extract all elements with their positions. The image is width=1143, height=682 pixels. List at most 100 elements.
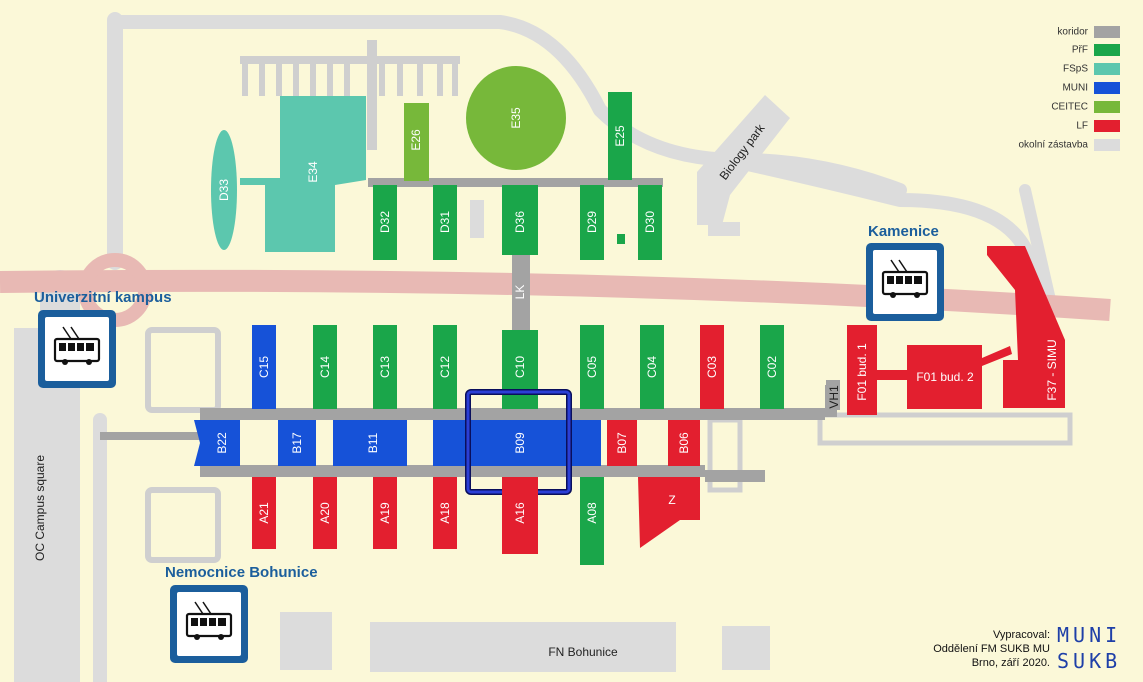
stop-nemocnice-title: Nemocnice Bohunice — [165, 564, 318, 581]
muni-sukb-logo: MUNI SUKB — [1057, 623, 1121, 673]
legend-muni-swatch — [1094, 82, 1120, 94]
building-c03: C03 — [700, 325, 724, 409]
c02-label: C02 — [765, 356, 779, 378]
legend-muni-label: MUNI — [1062, 83, 1088, 94]
c05-label: C05 — [585, 356, 599, 378]
building-d32: D32 — [373, 185, 397, 260]
building-d31: D31 — [433, 185, 457, 260]
f01-2-label: F01 bud. 2 — [916, 370, 974, 384]
building-a08: A08 — [580, 477, 604, 565]
d32-label: D32 — [378, 211, 392, 233]
f37-link — [982, 346, 1012, 366]
building-a20: A20 — [313, 477, 337, 549]
c13-label: C13 — [378, 356, 392, 378]
z-label: Z — [668, 493, 675, 507]
c15-label: C15 — [257, 356, 271, 378]
legend-lf-label: LF — [1076, 121, 1088, 132]
a20-label: A20 — [318, 502, 332, 524]
d31-label: D31 — [438, 211, 452, 233]
building-c02: C02 — [760, 325, 784, 409]
c10-label: C10 — [513, 356, 527, 378]
d29-label: D29 — [585, 211, 599, 233]
oc-campus-label: OC Campus square — [33, 455, 47, 561]
legend-koridor-swatch — [1094, 26, 1120, 38]
building-a18: A18 — [433, 477, 457, 549]
building-a16: A16 — [502, 477, 538, 554]
building-d29: D29 — [580, 185, 604, 260]
e26-label: E26 — [409, 129, 423, 151]
building-c13: C13 — [373, 325, 397, 409]
building-d33: D33 — [211, 130, 237, 250]
legend-okolni-label: okolní zástavba — [1019, 140, 1089, 151]
logo-top: MUNI — [1057, 623, 1121, 647]
lk-label: LK — [513, 285, 527, 300]
d36-label: D36 — [513, 211, 527, 233]
b07-label: B07 — [615, 432, 629, 454]
legend-prf-label: PřF — [1072, 45, 1088, 56]
b17-label: B17 — [290, 432, 304, 454]
building-f01-2: F01 bud. 2 — [907, 345, 982, 409]
stop-univerzitni: Univerzitní kampus — [34, 289, 172, 388]
stop-kamenice: Kamenice — [866, 223, 944, 321]
legend-fsps-label: FSpS — [1063, 64, 1088, 75]
building-e25: E25 — [608, 92, 632, 180]
a19-label: A19 — [378, 502, 392, 524]
building-b09: B09 — [433, 420, 601, 466]
building-c05: C05 — [580, 325, 604, 409]
c14-label: C14 — [318, 356, 332, 378]
e34-label: E34 — [306, 161, 320, 183]
b22-label: B22 — [215, 432, 229, 454]
building-f01-1: F01 bud. 1 — [847, 325, 877, 415]
fn-bohunice-label: FN Bohunice — [548, 645, 618, 659]
building-b11: B11 — [333, 420, 407, 466]
legend-koridor-label: koridor — [1057, 27, 1088, 38]
building-c04: C04 — [640, 325, 664, 409]
legend-fsps-swatch — [1094, 63, 1120, 75]
d33-label: D33 — [217, 179, 231, 201]
a18-label: A18 — [438, 502, 452, 524]
legend-lf-swatch — [1094, 120, 1120, 132]
f01-link — [877, 370, 907, 380]
building-f37: F37 - SIMU — [987, 246, 1065, 408]
building-a19: A19 — [373, 477, 397, 549]
building-z: Z — [638, 477, 700, 548]
building-d30: D30 — [638, 185, 662, 260]
building-b22: B22 — [194, 420, 240, 466]
parking-west — [145, 327, 1073, 563]
building-e26: E26 — [404, 103, 429, 181]
legend-ceitec-swatch — [1094, 101, 1120, 113]
a08-label: A08 — [585, 502, 599, 524]
credit-line-2: Oddělení FM SUKB MU — [933, 643, 1050, 655]
legend: koridor PřF FSpS MUNI CEITEC LF okolní z… — [1019, 26, 1120, 151]
corridor-network — [100, 178, 837, 482]
credit-line-1: Vypracoval: — [993, 629, 1050, 641]
building-e35: E35 — [466, 66, 566, 170]
fn-bohunice-building: FN Bohunice — [280, 612, 770, 672]
c03-label: C03 — [705, 356, 719, 378]
a21-label: A21 — [257, 502, 271, 524]
credit-line-3: Brno, září 2020. — [972, 657, 1050, 669]
parking-north — [240, 40, 460, 150]
building-c10: C10 — [502, 330, 538, 409]
f01-1-label: F01 bud. 1 — [855, 343, 869, 401]
building-a21: A21 — [252, 477, 276, 549]
building-b07: B07 — [607, 420, 637, 466]
building-c14: C14 — [313, 325, 337, 409]
e35-label: E35 — [509, 107, 523, 129]
b11-label: B11 — [366, 432, 380, 453]
stop-nemocnice: Nemocnice Bohunice — [165, 564, 318, 663]
credits: Vypracoval: Oddělení FM SUKB MU Brno, zá… — [933, 629, 1050, 669]
b09-label: B09 — [513, 432, 527, 454]
stop-kamenice-title: Kamenice — [868, 223, 939, 240]
building-b17: B17 — [278, 420, 316, 466]
building-c15: C15 — [252, 325, 276, 409]
logo-bottom: SUKB — [1057, 649, 1121, 673]
stop-univerzitni-title: Univerzitní kampus — [34, 289, 172, 306]
small-annex — [470, 200, 484, 238]
small-prf-annex — [617, 234, 625, 244]
legend-prf-swatch — [1094, 44, 1120, 56]
c04-label: C04 — [645, 356, 659, 378]
building-e34: E34 — [240, 96, 366, 252]
building-c12: C12 — [433, 325, 457, 409]
